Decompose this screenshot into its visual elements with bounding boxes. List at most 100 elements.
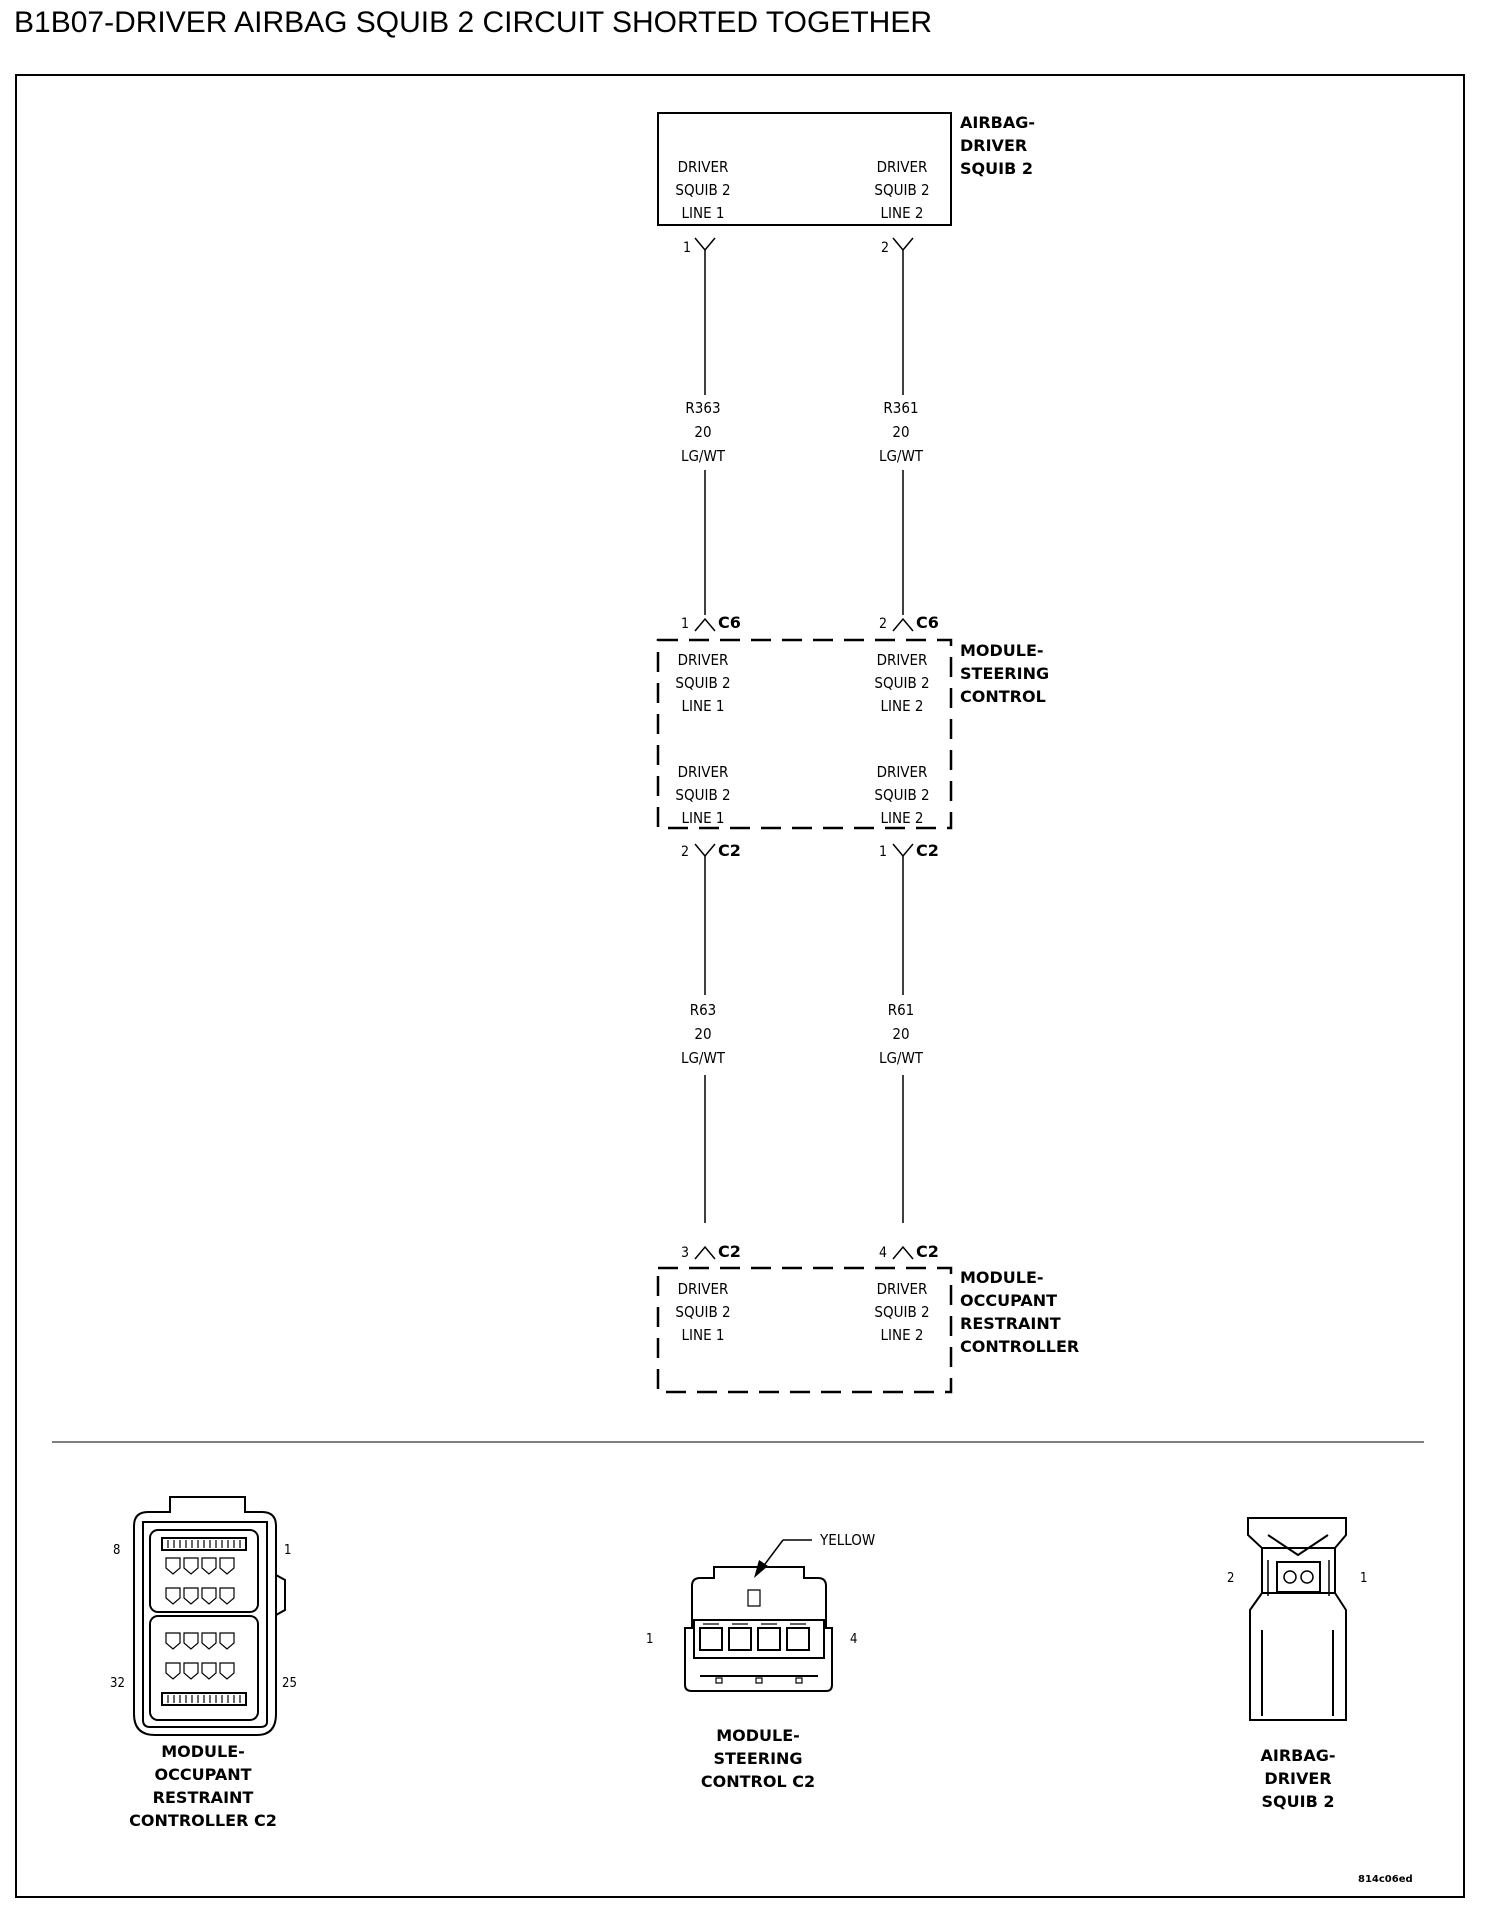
airbag-component-name: DRIVER	[960, 136, 1027, 155]
airbag-pin-number: 2	[881, 240, 889, 256]
orc-module-dashed-box	[656, 1266, 953, 1394]
orc-c2-pin-label: 25	[282, 1676, 297, 1691]
orc-pin-number: 3	[681, 1245, 689, 1261]
orc-pin-a-text: SQUIB 2	[675, 1303, 730, 1321]
module-occupant-restraint-controller-component: 3 4 C2 C2 DRIVER SQUIB 2 LINE 1 DRIVER S…	[656, 1242, 1079, 1394]
orc-pin-number: 4	[879, 1245, 887, 1261]
wire-label: LG/WT	[681, 1049, 726, 1067]
orc-pin-b-text: DRIVER	[877, 1280, 928, 1298]
wire-label: LG/WT	[879, 1049, 924, 1067]
upper-wires	[704, 250, 904, 615]
orc-component-name: OCCUPANT	[960, 1291, 1057, 1310]
steering-module-dashed-box	[656, 638, 953, 830]
orc-pin-a-text: LINE 1	[682, 1326, 725, 1344]
wire-label: R63	[690, 1001, 717, 1019]
steering-c2-pin-label: 4	[850, 1632, 857, 1647]
airbag-pin-b-text: LINE 2	[881, 204, 924, 222]
connector-chevron-symbol	[694, 617, 716, 632]
airbag-pin-a-text: SQUIB 2	[675, 181, 730, 199]
wire-label: 20	[892, 1025, 909, 1043]
orc-c2-pin-label: 1	[284, 1543, 291, 1558]
arrow-head-icon	[754, 1560, 768, 1578]
orc-c2-connector-icon	[133, 1496, 286, 1736]
airbag-driver-squib-2-component: DRIVER SQUIB 2 LINE 1 DRIVER SQUIB 2 LIN…	[657, 112, 1035, 256]
steering-c2-connector-view: YELLOW 1 4 MODULE- STEERING CONTROL C2	[646, 1531, 875, 1791]
steering-c2-label: MODULE-	[716, 1726, 800, 1745]
color-leader-line	[761, 1539, 784, 1569]
diagram-frame	[15, 74, 1465, 1898]
airbag-pin-b-text: DRIVER	[877, 158, 928, 176]
airbag-pin-number: 1	[683, 240, 691, 256]
lower-wire-labels: R63 20 LG/WT R61 20 LG/WT	[681, 1001, 924, 1067]
wire-label: 20	[694, 423, 711, 441]
steering-c2-connector-icon	[684, 1566, 833, 1692]
squib-label: DRIVER	[1264, 1769, 1331, 1788]
orc-pin-b-text: SQUIB 2	[874, 1303, 929, 1321]
wire-label: R61	[888, 1001, 915, 1019]
figure-id: 814c06ed	[1358, 1874, 1413, 1885]
connector-id-c2: C2	[718, 841, 741, 860]
module-steering-control-component: 1 2 C6 C6 DRIVER SQUIB 2 LINE 1 DRIVER S…	[656, 613, 1049, 860]
orc-c2-label: CONTROLLER C2	[129, 1811, 277, 1830]
orc-component-name: MODULE-	[960, 1268, 1044, 1287]
orc-component-name: CONTROLLER	[960, 1337, 1079, 1356]
upper-wire-labels: R363 20 LG/WT R361 20 LG/WT	[681, 399, 924, 465]
airbag-component-name: SQUIB 2	[960, 159, 1033, 178]
steering-c2-label: STEERING	[713, 1749, 802, 1768]
steering-lower-b-text: DRIVER	[877, 763, 928, 781]
steering-component-name: CONTROL	[960, 687, 1046, 706]
steering-upper-b-text: SQUIB 2	[874, 674, 929, 692]
connector-fork-symbol	[694, 843, 716, 858]
connector-chevron-symbol	[892, 617, 914, 632]
wire-label: LG/WT	[879, 447, 924, 465]
steering-lower-b-text: SQUIB 2	[874, 786, 929, 804]
squib-connector-icon	[1247, 1517, 1347, 1721]
steering-bottom-pin-number: 2	[681, 844, 689, 860]
wire-label: LG/WT	[681, 447, 726, 465]
steering-upper-b-text: DRIVER	[877, 651, 928, 669]
connector-color-label: YELLOW	[819, 1531, 875, 1549]
connector-id-c2: C2	[916, 841, 939, 860]
connector-chevron-symbol	[694, 1245, 716, 1260]
connector-fork-symbol	[892, 843, 914, 858]
steering-bottom-pin-number: 1	[879, 844, 887, 860]
squib-label: AIRBAG-	[1260, 1746, 1335, 1765]
steering-lower-a-text: SQUIB 2	[675, 786, 730, 804]
steering-upper-a-text: LINE 1	[682, 697, 725, 715]
connector-fork-symbol	[694, 237, 716, 252]
orc-c2-pin-label: 8	[113, 1543, 120, 1558]
steering-lower-a-text: LINE 1	[682, 809, 725, 827]
connector-id-c2: C2	[916, 1242, 939, 1261]
squib-label: SQUIB 2	[1262, 1792, 1335, 1811]
connector-id-c6: C6	[718, 613, 741, 632]
connector-fork-symbol	[892, 237, 914, 252]
lower-wires	[704, 856, 904, 1223]
steering-c2-pin-label: 1	[646, 1632, 653, 1647]
wire-label: R361	[883, 399, 918, 417]
orc-component-name: RESTRAINT	[960, 1314, 1061, 1333]
wire-label: 20	[694, 1025, 711, 1043]
orc-pin-b-text: LINE 2	[881, 1326, 924, 1344]
steering-upper-b-text: LINE 2	[881, 697, 924, 715]
orc-c2-label: OCCUPANT	[154, 1765, 251, 1784]
steering-c2-label: CONTROL C2	[701, 1772, 815, 1791]
steering-component-name: STEERING	[960, 664, 1049, 683]
steering-component-name: MODULE-	[960, 641, 1044, 660]
connector-chevron-symbol	[892, 1245, 914, 1260]
wire-label: 20	[892, 423, 909, 441]
connector-id-c6: C6	[916, 613, 939, 632]
squib-connector-view: 2 1 AIRBAG- DRIVER SQUIB 2	[1227, 1517, 1367, 1811]
orc-c2-label: RESTRAINT	[153, 1788, 254, 1807]
orc-pin-a-text: DRIVER	[678, 1280, 729, 1298]
airbag-pin-b-text: SQUIB 2	[874, 181, 929, 199]
airbag-box	[657, 112, 952, 226]
squib-pin-label: 2	[1227, 1571, 1234, 1586]
airbag-component-name: AIRBAG-	[960, 113, 1035, 132]
steering-upper-a-text: SQUIB 2	[675, 674, 730, 692]
orc-c2-label: MODULE-	[161, 1742, 245, 1761]
airbag-pin-a-text: DRIVER	[678, 158, 729, 176]
diagram-title: B1B07-DRIVER AIRBAG SQUIB 2 CIRCUIT SHOR…	[14, 6, 932, 39]
steering-lower-b-text: LINE 2	[881, 809, 924, 827]
steering-top-pin-number: 2	[879, 616, 887, 632]
